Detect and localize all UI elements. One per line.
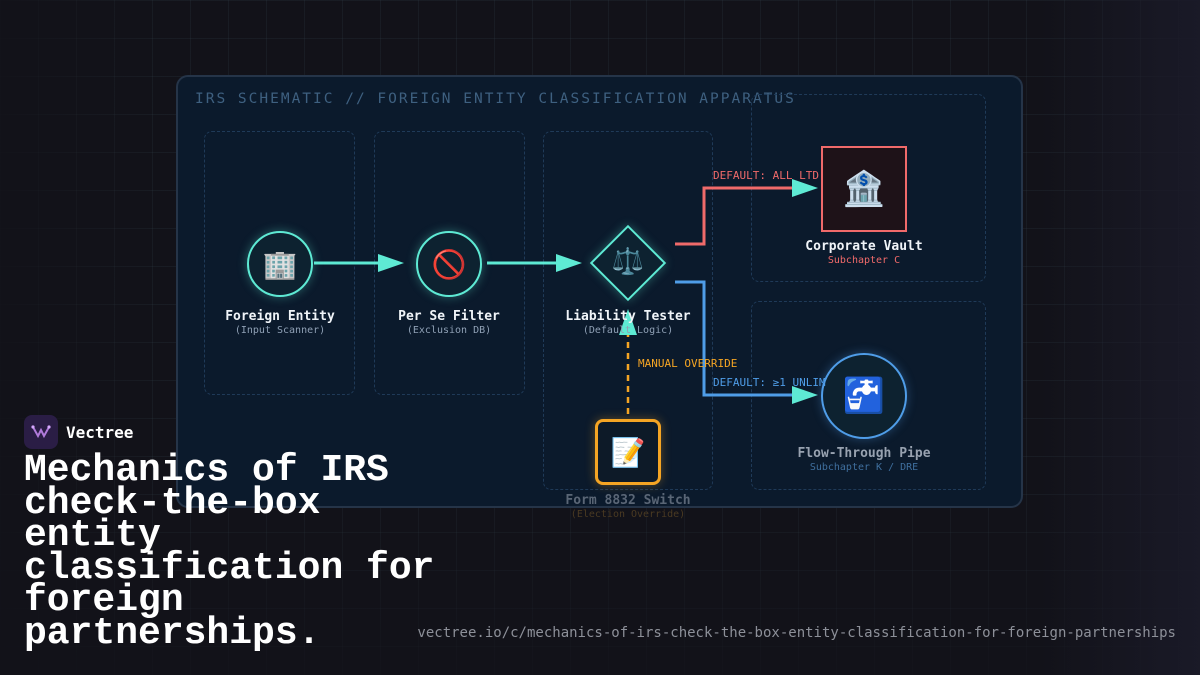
flow-through-node: 🚰: [821, 353, 907, 439]
per-se-filter-label: Per Se Filter: [398, 309, 500, 324]
arrow-default-all-ltd: [675, 179, 818, 246]
page-url[interactable]: vectree.io/c/mechanics-of-irs-check-the-…: [417, 625, 1176, 641]
foreign-entity-node: 🏢: [247, 231, 313, 297]
brand: Vectree: [24, 415, 133, 449]
liability-tester-sub: (Default Logic): [582, 325, 674, 336]
liability-tester-label: Liability Tester: [565, 309, 691, 324]
edge-label-default-unlim: DEFAULT: ≥1 UNLIM: [713, 376, 826, 389]
arrow-foreign-to-filter: [314, 254, 404, 272]
form-8832-node: 📝: [595, 419, 661, 485]
bank-icon: 🏦: [842, 169, 886, 209]
corporate-vault-sub: Subchapter C: [827, 255, 901, 266]
vectree-logo-icon: [24, 415, 58, 449]
balance-scale-icon: ⚖️: [611, 247, 645, 277]
arrow-manual-override: [619, 309, 637, 414]
zone-liability-tester: [543, 131, 713, 490]
brand-name: Vectree: [66, 422, 134, 442]
form-8832-sub: (Election Override): [570, 509, 686, 520]
per-se-filter-sub: (Exclusion DB): [406, 325, 492, 336]
form-8832-label: Form 8832 Switch: [565, 493, 691, 508]
schematic-title: IRS SCHEMATIC // FOREIGN ENTITY CLASSIFI…: [195, 91, 796, 107]
edge-label-default-all-ltd: DEFAULT: ALL LTD: [713, 169, 819, 182]
faucet-icon: 🚰: [842, 376, 886, 416]
foreign-entity-label: Foreign Entity: [225, 309, 335, 324]
arrow-filter-to-tester: [487, 254, 582, 272]
prohibited-icon: 🚫: [431, 247, 467, 281]
per-se-filter-node: 🚫: [416, 231, 482, 297]
foreign-entity-sub: (Input Scanner): [234, 325, 326, 336]
flow-through-sub: Subchapter K / DRE: [809, 462, 919, 473]
arrow-default-unlim: [675, 280, 818, 404]
office-building-icon: 🏢: [262, 247, 298, 281]
corporate-vault-label: Corporate Vault: [805, 239, 923, 254]
memo-icon: 📝: [610, 435, 646, 469]
corporate-vault-node: 🏦: [821, 146, 907, 232]
flow-through-label: Flow-Through Pipe: [797, 446, 931, 461]
headline: Mechanics of IRS check-the-box entity cl…: [24, 449, 435, 655]
edge-label-manual-override: MANUAL OVERRIDE: [638, 357, 738, 370]
